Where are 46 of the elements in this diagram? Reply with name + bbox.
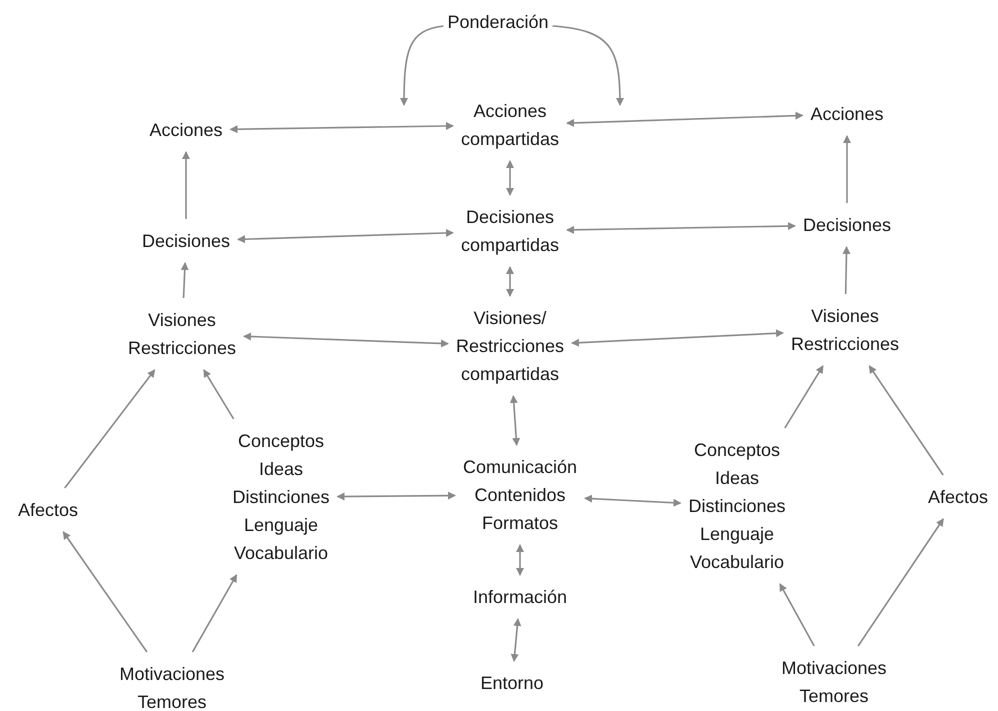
arrow <box>400 25 444 106</box>
arrow <box>779 583 815 646</box>
node-label: Acciones compartidas <box>460 97 560 153</box>
arrow <box>336 492 456 500</box>
arrow <box>784 365 824 428</box>
node-label: Visiones Restricciones <box>790 302 900 358</box>
arrow <box>552 25 624 106</box>
arrow <box>237 228 454 244</box>
arrow <box>516 544 524 576</box>
arrow <box>62 531 148 652</box>
node-label: Motivaciones Temores <box>119 660 225 711</box>
arrow <box>842 246 850 294</box>
node-label: Visiones/ Restricciones compartidas <box>456 304 564 388</box>
arrow <box>584 494 682 507</box>
node-label: Ponderación <box>447 8 549 36</box>
arrow <box>243 332 449 348</box>
arrow <box>510 395 520 446</box>
arrow <box>571 329 784 347</box>
node-label: Información <box>472 583 568 611</box>
node-label: Afectos <box>18 496 78 524</box>
arrow <box>857 518 944 646</box>
arrow <box>566 222 796 234</box>
arrow <box>182 151 190 219</box>
node-label: Comunicación Contenidos Formatos <box>462 453 578 537</box>
arrow <box>506 266 514 297</box>
arrow <box>566 112 804 127</box>
node-label: Decisiones <box>142 227 230 255</box>
arrow <box>192 574 238 652</box>
arrow <box>230 122 454 134</box>
node-label: Afectos <box>928 483 988 511</box>
node-label: Decisiones compartidas <box>460 203 560 259</box>
arrow <box>180 262 189 298</box>
node-label: Motivaciones Temores <box>781 654 887 710</box>
node-label: Conceptos Ideas Distinciones Lenguaje Vocabulario <box>232 427 330 567</box>
node-label: Acciones <box>810 100 884 128</box>
node-label: Conceptos Ideas Distinciones Lenguaje Vocabulario <box>688 436 786 576</box>
node-label: Visiones Restricciones <box>128 306 236 362</box>
node-label: Entorno <box>480 669 544 697</box>
arrow <box>510 618 522 662</box>
arrow <box>506 160 514 196</box>
arrow <box>843 135 851 203</box>
arrow <box>64 369 156 488</box>
arrow <box>203 369 234 420</box>
node-label: Decisiones <box>802 211 892 239</box>
node-label: Acciones <box>149 116 223 144</box>
arrow <box>868 365 944 476</box>
